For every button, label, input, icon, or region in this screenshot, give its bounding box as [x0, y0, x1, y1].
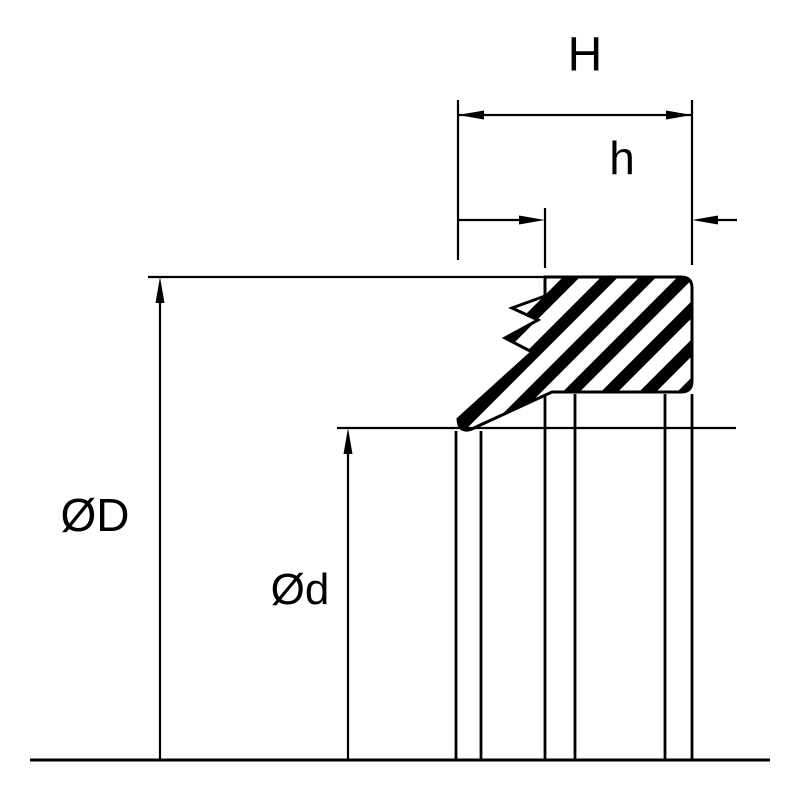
- seal-profile: [456, 275, 694, 432]
- dim-outer-diameter: [155, 277, 165, 760]
- dim-label-width-total: H: [567, 28, 603, 82]
- wall-lines: [454, 394, 694, 760]
- seal-profile-outline: [456, 275, 694, 432]
- reference-lines: [148, 275, 736, 430]
- dim-width-total: [456, 100, 694, 265]
- arrow-left-icon: [458, 110, 484, 120]
- arrow-up-icon: [343, 428, 353, 454]
- dim-label-inner-diameter: Ød: [270, 565, 330, 614]
- dim-label-width-inner: h: [609, 132, 635, 184]
- arrow-left-icon: [692, 215, 718, 225]
- arrow-right-icon: [519, 215, 545, 225]
- arrow-right-icon: [666, 110, 692, 120]
- dim-inner-diameter: [343, 428, 353, 760]
- dim-width-inner: [459, 208, 737, 268]
- arrow-up-icon: [155, 277, 165, 303]
- dim-label-outer-diameter: ØD: [60, 489, 130, 541]
